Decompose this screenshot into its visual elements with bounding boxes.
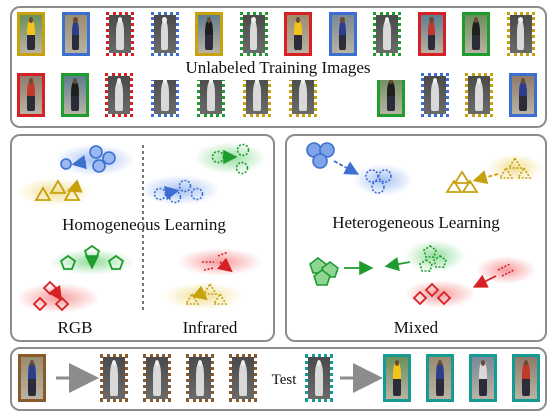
mixed-gold-clusters (445, 154, 543, 193)
rgb-person-image (377, 73, 405, 117)
rgb-person-image (284, 12, 312, 56)
rgb-person-image (61, 12, 90, 56)
rgb-label: RGB (57, 318, 93, 337)
infrared-label: Infrared (182, 318, 238, 337)
ir-blue-cluster (140, 175, 220, 205)
rgb-person-image (469, 354, 497, 402)
rgb-person-image (18, 354, 46, 402)
infrared-person-image (143, 354, 171, 402)
rgb-person-image (17, 12, 45, 56)
infrared-person-image (186, 354, 214, 402)
infrared-person-image (506, 12, 535, 56)
rgb-person-image (512, 354, 540, 402)
mixed-red-clusters (404, 256, 536, 308)
rgb-person-image (195, 12, 223, 56)
mixed-green-clusters (309, 240, 465, 286)
ir-red-cluster (178, 248, 262, 276)
rgb-person-image (17, 73, 45, 117)
unlabeled-training-images-label: Unlabeled Training Images (148, 56, 408, 80)
ir-green-cluster (194, 142, 266, 175)
ir-gold-cluster (163, 282, 243, 310)
mixed-label: Mixed (393, 318, 439, 337)
rgb-person-image (417, 12, 446, 56)
rgb-person-image (383, 354, 411, 402)
rgb-person-image (328, 12, 357, 56)
rgb-blue-cluster (55, 144, 135, 176)
rgb-person-image (462, 12, 490, 56)
infrared-person-image (197, 73, 225, 117)
infrared-person-image (229, 354, 257, 402)
infrared-person-image (421, 73, 449, 117)
rgb-red-diamond-cluster (16, 280, 100, 313)
mixed-blue-clusters (306, 142, 413, 196)
rgb-gold-cluster (17, 178, 93, 206)
infrared-person-image (106, 12, 134, 56)
heterogeneous-learning-label: Heterogeneous Learning (332, 213, 500, 232)
rgb-person-image (61, 73, 89, 117)
infrared-person-image (100, 354, 128, 402)
infrared-person-image (373, 12, 401, 56)
infrared-person-image (239, 12, 268, 56)
rgb-person-image (509, 73, 537, 117)
infrared-person-image (305, 354, 333, 402)
test-panel (10, 347, 547, 411)
test-label: Test (271, 372, 297, 388)
infrared-person-image (465, 73, 493, 117)
rgb-person-image (426, 354, 454, 402)
rgb-green-pentagon-cluster (50, 244, 134, 275)
infrared-person-image (105, 73, 133, 117)
infrared-person-image (150, 12, 179, 56)
